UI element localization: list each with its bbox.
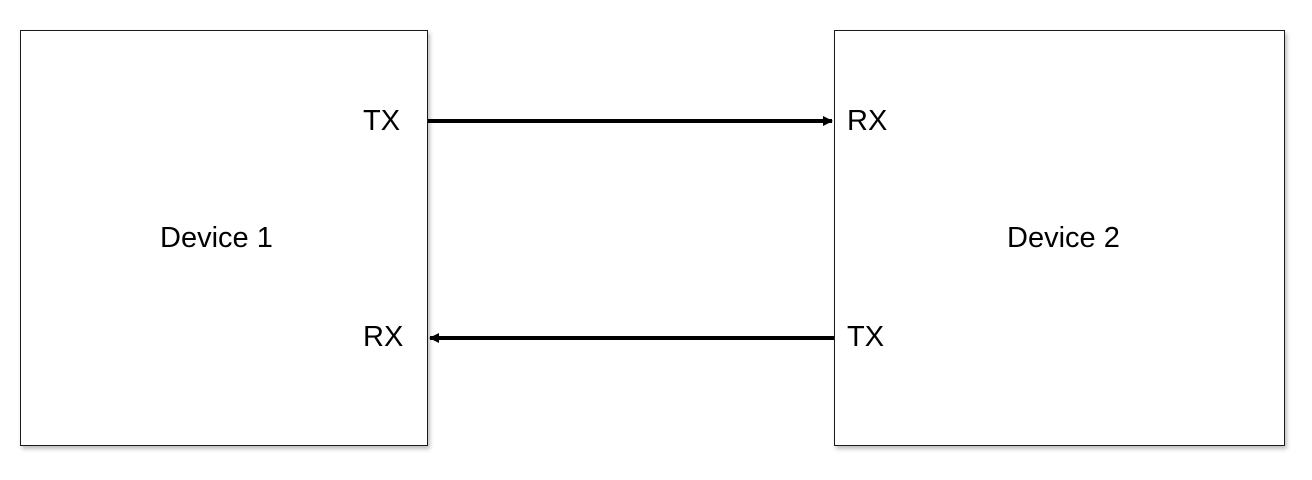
device-1-box <box>20 30 428 446</box>
device-1-label: Device 1 <box>160 222 273 254</box>
device-1-rx-label: RX <box>363 321 404 353</box>
device-2-box <box>834 30 1285 446</box>
device-2-rx-label: RX <box>847 105 888 137</box>
device-1-tx-label: TX <box>363 105 401 137</box>
device-2-label: Device 2 <box>1007 222 1120 254</box>
device-2-tx-label: TX <box>847 321 885 353</box>
